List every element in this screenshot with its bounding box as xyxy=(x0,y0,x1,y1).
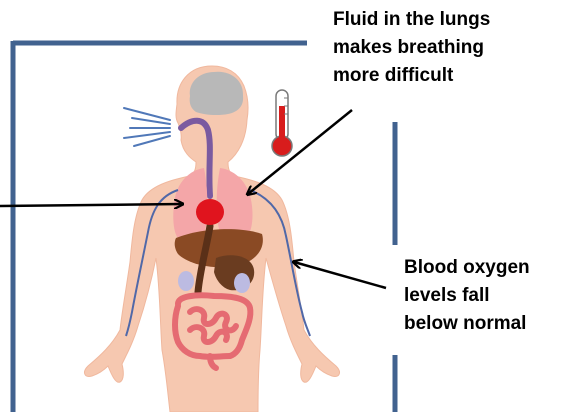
breath-lines-icon xyxy=(124,108,170,146)
callout-oxygen-line-3: below normal xyxy=(404,310,530,338)
left-kidney xyxy=(178,271,194,291)
callout-oxygen-line-2: levels fall xyxy=(404,282,530,310)
oxygen-arrow xyxy=(294,262,386,288)
heart xyxy=(196,199,224,225)
callout-lungs-line-1: Fluid in the lungs xyxy=(333,6,490,34)
callout-lungs-text: Fluid in the lungs makes breathing more … xyxy=(333,6,490,90)
callout-oxygen-text: Blood oxygen levels fall below normal xyxy=(404,254,530,338)
right-kidney xyxy=(234,273,250,293)
brain xyxy=(190,72,243,115)
callout-lungs-line-3: more difficult xyxy=(333,62,490,90)
callout-oxygen-line-1: Blood oxygen xyxy=(404,254,530,282)
thermometer-icon xyxy=(272,90,292,156)
lungs-arrow xyxy=(248,110,352,194)
callout-lungs-line-2: makes breathing xyxy=(333,34,490,62)
